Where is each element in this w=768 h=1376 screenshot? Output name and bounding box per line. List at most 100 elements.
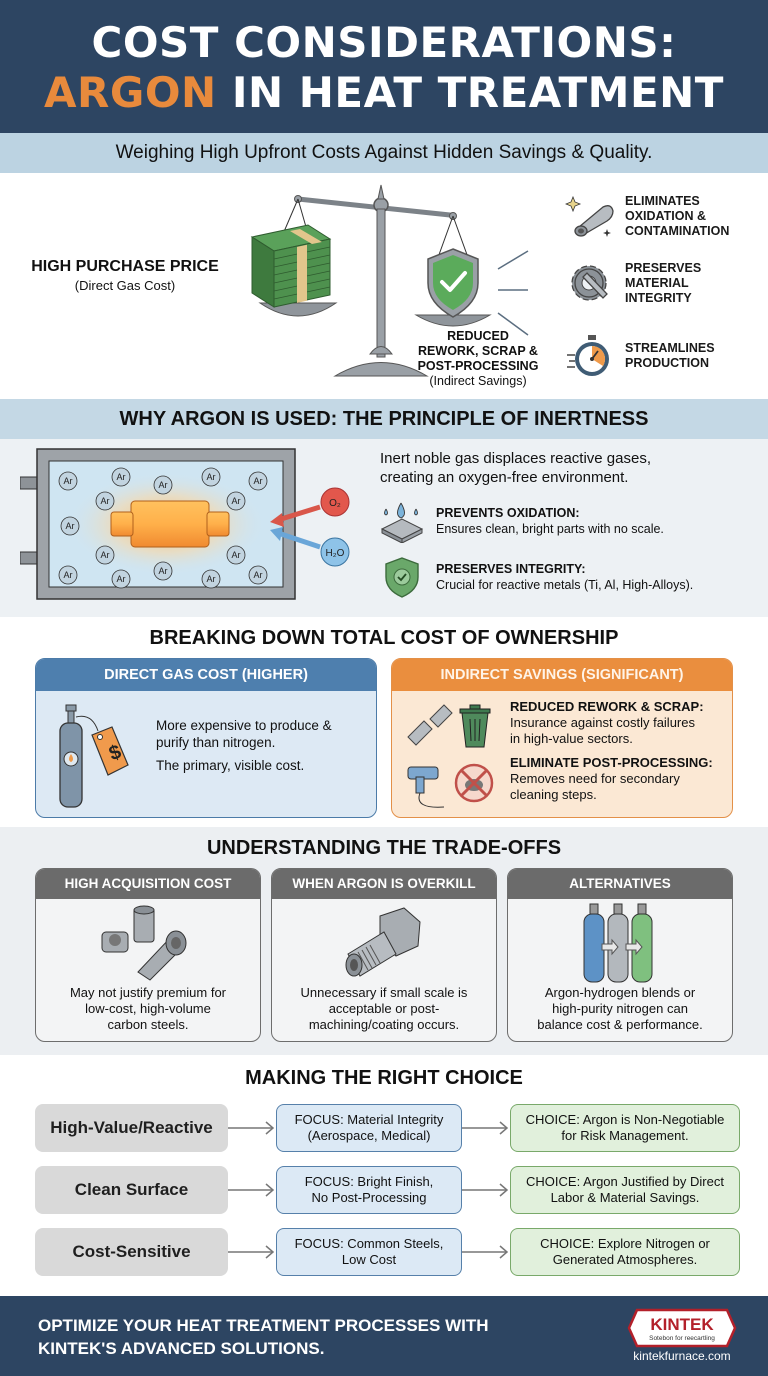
choice-row-clean-surface: Clean Surface FOCUS: Bright Finish,No Po… — [0, 1166, 768, 1214]
svg-text:Ar: Ar — [66, 521, 75, 531]
cta-text: KINTEK'S ADVANCED SOLUTIONS. — [38, 1339, 325, 1358]
choice-row-cost-sensitive: Cost-Sensitive FOCUS: Common Steels,Low … — [0, 1228, 768, 1276]
tradeoff-card-overkill: WHEN ARGON IS OVERKILL Unnecessary if sm… — [271, 868, 497, 1042]
lead-text: Inert noble gas displaces reactive gases… — [380, 450, 651, 467]
metal-parts-icon — [101, 905, 187, 981]
title-banner: COST CONSIDERATIONS: ARGON IN HEAT TREAT… — [0, 0, 768, 133]
left-title: HIGH PURCHASE PRICE — [31, 258, 219, 275]
choice-text: CHOICE: Argon Justified by Direct — [526, 1174, 724, 1189]
shield-check-icon — [427, 248, 479, 318]
direct-cost-note: The primary, visible cost. — [156, 758, 305, 773]
logo-tagline: Sotebon for reecartling — [649, 1335, 715, 1342]
right-title-line: REWORK, SCRAP & — [418, 344, 538, 358]
title-accent-argon: ARGON — [44, 68, 217, 117]
title-line-2: ARGON IN HEAT TREATMENT — [0, 68, 768, 118]
svg-text:Ar: Ar — [64, 570, 73, 580]
focus-text: FOCUS: Bright Finish, — [304, 1174, 434, 1189]
card-header: WHEN ARGON IS OVERKILL — [272, 869, 496, 899]
cta-text: OPTIMIZE YOUR HEAT TREATMENT PROCESSES W… — [38, 1316, 489, 1335]
stopwatch-icon — [567, 335, 609, 376]
savings-text: Insurance against costly failures — [510, 715, 695, 730]
threaded-fitting-icon — [345, 907, 421, 977]
svg-text:Ar: Ar — [254, 476, 263, 486]
inertness-section-title: WHY ARGON IS USED: THE PRINCIPLE OF INER… — [0, 399, 768, 439]
benefit-text: CONTAMINATION — [625, 223, 730, 238]
balance-scale-icon — [250, 184, 529, 377]
feature-title: PRESERVES INTEGRITY: — [436, 562, 586, 576]
indirect-savings-label: REDUCED REWORK, SCRAP & POST-PROCESSING … — [408, 329, 548, 389]
svg-text:Ar: Ar — [207, 574, 216, 584]
arrow-right-icon — [462, 1121, 509, 1135]
card-header: ALTERNATIVES — [508, 869, 732, 899]
benefit-text: PRODUCTION — [625, 356, 710, 370]
choice-text: for Risk Management. — [561, 1128, 689, 1143]
choice-text: CHOICE: Argon is Non-Negotiable — [525, 1112, 725, 1127]
benefit-text: OXIDATION & — [625, 208, 707, 223]
tradeoff-card-alternatives: ALTERNATIVES Argon-hydrogen blends or — [507, 868, 733, 1042]
benefit-text: PRESERVES — [625, 260, 702, 275]
benefit-text: ELIMINATES — [625, 193, 700, 208]
cost-balance-section: HIGH PURCHASE PRICE (Direct Gas Cost) — [0, 173, 768, 399]
indirect-savings-icons — [407, 704, 494, 808]
feature-text: Ensures clean, bright parts with no scal… — [436, 522, 664, 536]
benefit-streamlines-production: STREAMLINES PRODUCTION — [565, 333, 715, 379]
right-title-line: REDUCED — [447, 329, 509, 343]
argon-atom: Ar — [64, 476, 73, 486]
oxygen-molecule: O₂ — [329, 498, 341, 509]
card-header: DIRECT GAS COST (HIGHER) — [36, 659, 376, 691]
savings-title: ELIMINATE POST-PROCESSING: — [510, 755, 713, 770]
right-subtitle: (Indirect Savings) — [429, 374, 527, 388]
right-choice-section: MAKING THE RIGHT CHOICE High-Value/React… — [0, 1055, 768, 1293]
right-title-line: POST-PROCESSING — [417, 359, 539, 373]
svg-text:Ar: Ar — [232, 496, 241, 506]
savings-text: cleaning steps. — [510, 787, 597, 802]
card-text: low-cost, high-volume — [85, 1001, 211, 1016]
svg-text:Ar: Ar — [254, 570, 263, 580]
high-purchase-price-label: HIGH PURCHASE PRICE (Direct Gas Cost) — [30, 258, 220, 293]
subtitle: Weighing High Upfront Costs Against Hidd… — [0, 133, 768, 173]
water-drop-surface-icon — [380, 502, 424, 543]
direct-cost-text: More expensive to produce & — [156, 718, 332, 733]
svg-text:Ar: Ar — [159, 480, 168, 490]
svg-text:Ar: Ar — [101, 550, 110, 560]
money-stack-icon — [250, 224, 332, 308]
focus-text: FOCUS: Material Integrity — [294, 1112, 444, 1127]
choice-text: Generated Atmospheres. — [552, 1252, 698, 1267]
focus-text: Low Cost — [341, 1252, 397, 1267]
no-cleaning-icon — [454, 763, 494, 803]
tradeoff-card-acquisition-cost: HIGH ACQUISITION COST May not justify pr… — [35, 868, 261, 1042]
lead-text: creating an oxygen-free environment. — [380, 469, 629, 486]
tco-section-title: BREAKING DOWN TOTAL COST OF OWNERSHIP — [149, 627, 619, 649]
card-text: high-purity nitrogen can — [552, 1001, 688, 1016]
kintek-logo[interactable]: KINTEK Sotebon for reecartling — [627, 1308, 737, 1348]
gear-wrench-icon — [571, 265, 608, 301]
svg-text:Ar: Ar — [117, 472, 126, 482]
feature-prevents-oxidation: PREVENTS OXIDATION: Ensures clean, brigh… — [380, 499, 760, 543]
card-header: HIGH ACQUISITION COST — [36, 869, 260, 899]
svg-text:Ar: Ar — [207, 472, 216, 482]
card-text: carbon steels. — [107, 1017, 189, 1032]
direct-gas-cost-card: DIRECT GAS COST (HIGHER) $ Mor — [35, 658, 377, 818]
website-link[interactable]: kintekfurnace.com — [633, 1349, 731, 1363]
heat-gun-icon — [407, 766, 445, 808]
feature-text: Crucial for reactive metals (Ti, Al, Hig… — [436, 578, 694, 592]
gas-cylinders-icon — [583, 903, 653, 983]
gas-cylinder-price-tag-icon: $ — [59, 704, 129, 808]
left-subtitle: (Direct Gas Cost) — [74, 278, 176, 293]
card-text: acceptable or post- — [328, 1001, 440, 1016]
benefit-text: MATERIAL — [625, 275, 689, 290]
focus-text: (Aerospace, Medical) — [307, 1128, 431, 1143]
choice-row-high-value: High-Value/Reactive FOCUS: Material Inte… — [0, 1104, 768, 1152]
indirect-savings-card: INDIRECT SAVINGS (SIGNIFICANT) — [391, 658, 733, 818]
choice-text: CHOICE: Explore Nitrogen or — [540, 1236, 710, 1251]
focus-text: No Post-Processing — [311, 1190, 427, 1205]
svg-text:Ar: Ar — [159, 566, 168, 576]
arrow-right-icon — [462, 1245, 509, 1259]
scenario-label: High-Value/Reactive — [35, 1104, 228, 1152]
svg-text:Ar: Ar — [232, 550, 241, 560]
card-header: INDIRECT SAVINGS (SIGNIFICANT) — [392, 659, 732, 691]
scenario-label: Cost-Sensitive — [35, 1228, 228, 1276]
